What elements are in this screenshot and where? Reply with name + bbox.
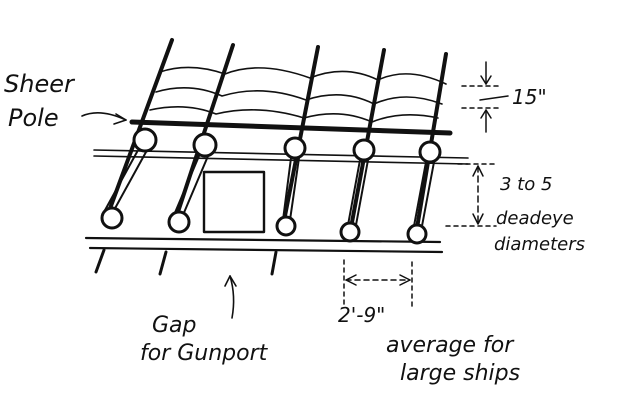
lower-deadeye-3 [275, 215, 297, 237]
rail-upper-2 [93, 155, 469, 165]
upper-deadeye-2 [192, 132, 218, 158]
upper-deadeye-3 [283, 136, 307, 160]
dim-top-arrowhead-2 [480, 109, 492, 119]
channel-rails [84, 149, 469, 254]
chain-plate-2 [158, 250, 168, 276]
sheer-pole-bar [129, 119, 453, 136]
shroud-3 [281, 45, 320, 228]
lanyard-2b [182, 155, 209, 216]
label-large-ships: large ships [400, 361, 520, 386]
lanyards [103, 151, 435, 227]
channel-bottom [88, 246, 444, 254]
label-average-for: average for [386, 333, 515, 358]
label-height-3: diameters [494, 234, 585, 255]
dim-bottom-arrowhead-1 [345, 274, 357, 286]
rail-upper-1 [93, 149, 469, 159]
ratlines [149, 66, 447, 123]
ratline-3 [149, 106, 439, 123]
leaders [81, 112, 237, 319]
lanyard-5a [413, 161, 427, 227]
sheer-pole-arrowhead [113, 113, 127, 125]
dimension-bottom-spacing [343, 259, 413, 309]
chain-plate-1 [94, 248, 106, 274]
lanyard-4b [355, 159, 369, 226]
label-for-gunport: for Gunport [140, 341, 269, 366]
lower-deadeye-2 [167, 210, 191, 234]
gunport-arrowhead [224, 275, 237, 287]
label-gap: Gap [152, 313, 197, 338]
channel-top [84, 236, 442, 244]
label-height-2: deadeye [496, 208, 574, 229]
chain-plate-3 [270, 250, 278, 276]
dimension-height [445, 163, 497, 227]
lanyard-3a [282, 157, 292, 221]
lower-deadeye-4 [339, 221, 361, 243]
gunport [202, 170, 266, 234]
ratline-2 [155, 87, 443, 105]
lower-deadeye-5 [406, 223, 428, 245]
ratline-1 [159, 66, 447, 85]
gunport-box [202, 170, 266, 234]
lanyard-5b [421, 161, 435, 227]
lanyard-4a [347, 159, 361, 226]
label-height-1: 3 to 5 [500, 174, 552, 195]
dim-height-arrowhead-2 [472, 213, 484, 225]
upper-deadeye-1 [132, 127, 158, 153]
lower-deadeyes [100, 206, 428, 245]
label-spacing-bottom: 2'-9" [338, 303, 385, 327]
labels: Sheer Pole 15" 3 to 5 deadeye diameters … [4, 70, 585, 386]
dim-bottom-arrowhead-2 [399, 274, 411, 286]
dim-height-arrowhead-1 [472, 165, 484, 177]
dim-top-arrowhead-1 [480, 75, 492, 85]
dim-top-leader [479, 95, 509, 101]
lower-deadeye-1 [100, 206, 124, 230]
dimension-top-spacing [461, 61, 509, 133]
sheer-pole [129, 119, 453, 136]
upper-deadeyes [132, 127, 442, 164]
lanyard-3b [289, 157, 300, 221]
lanyard-1b [112, 151, 147, 213]
label-sheer: Sheer [4, 70, 76, 98]
label-spacing-top: 15" [512, 85, 547, 109]
lanyard-2a [173, 155, 200, 216]
lanyard-1a [103, 151, 138, 213]
chain-plates [94, 248, 278, 276]
upper-deadeye-4 [352, 138, 376, 162]
gunport-leader [229, 275, 235, 319]
upper-deadeye-5 [418, 140, 442, 164]
label-pole: Pole [8, 104, 59, 132]
